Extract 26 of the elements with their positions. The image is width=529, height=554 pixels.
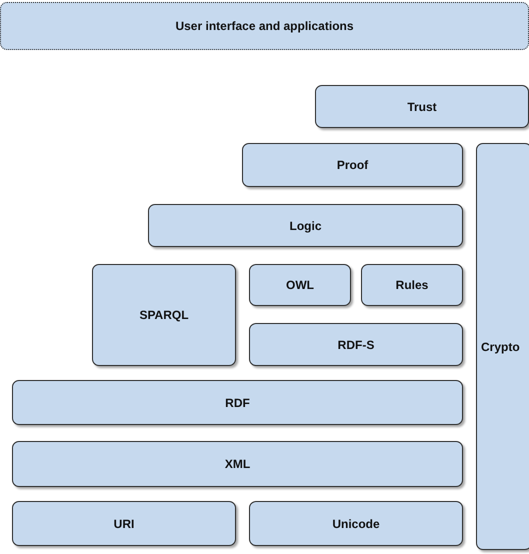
layer-box bbox=[476, 143, 529, 550]
layer-label: RDF-S bbox=[338, 338, 374, 352]
layer-box bbox=[315, 85, 529, 128]
layer-box bbox=[249, 501, 463, 546]
layer-box bbox=[249, 323, 463, 366]
layer-box bbox=[242, 143, 463, 187]
layer-label: Logic bbox=[290, 218, 322, 232]
layer-label: Trust bbox=[407, 100, 437, 114]
layer-label: Crypto bbox=[481, 340, 520, 354]
layer-label: SPARQL bbox=[139, 308, 189, 322]
layer-box bbox=[92, 264, 236, 366]
application-layer-band bbox=[0, 2, 529, 50]
layer-box bbox=[148, 204, 463, 247]
layer-box bbox=[361, 264, 463, 306]
layer-box bbox=[12, 501, 236, 546]
layer-box bbox=[249, 264, 351, 306]
layer-box bbox=[12, 380, 463, 425]
layer-label: XML bbox=[224, 457, 250, 471]
layer-label: Rules bbox=[396, 278, 428, 292]
layer-label: Proof bbox=[336, 158, 368, 172]
layer-label: OWL bbox=[286, 278, 314, 292]
layer-label: URI bbox=[114, 516, 134, 530]
layer-label: User interface and applications bbox=[175, 19, 354, 33]
layer-label: RDF bbox=[225, 396, 250, 410]
layer-box bbox=[12, 441, 463, 487]
layer-label: Unicode bbox=[332, 516, 380, 530]
